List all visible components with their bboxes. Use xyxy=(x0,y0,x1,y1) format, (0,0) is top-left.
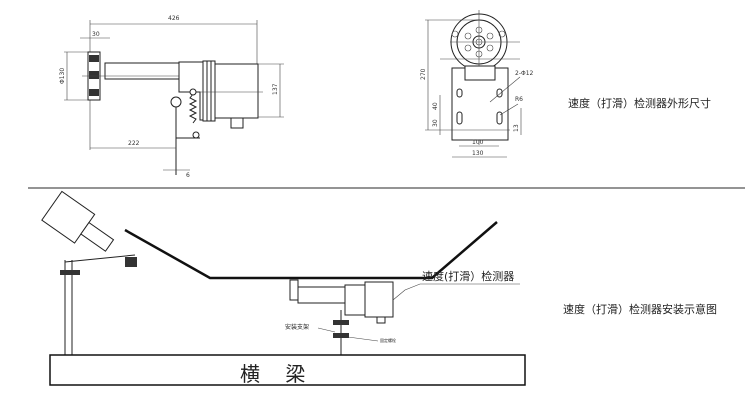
installation-caption: 速度（打滑）检测器安装示意图 xyxy=(563,303,717,316)
front-view: 270 40 30 2-Φ12 R6 13 100 130 xyxy=(420,10,534,158)
svg-text:222: 222 xyxy=(128,140,140,147)
detector-label: 速度(打滑）检测器 xyxy=(422,270,515,283)
svg-text:40: 40 xyxy=(432,102,439,110)
bracket-label: 安装支架 xyxy=(285,324,310,331)
svg-text:137: 137 xyxy=(272,83,279,95)
side-view: 426 30 Φ130 137 222 6 xyxy=(59,15,284,179)
conveyor-belt xyxy=(124,221,498,280)
svg-text:30: 30 xyxy=(432,119,439,127)
svg-text:270: 270 xyxy=(420,68,427,80)
svg-text:Φ130: Φ130 xyxy=(59,68,66,84)
outline-caption: 速度（打滑）检测器外形尺寸 xyxy=(568,97,711,110)
svg-text:130: 130 xyxy=(472,150,484,157)
svg-text:6: 6 xyxy=(186,172,190,179)
svg-text:2-Φ12: 2-Φ12 xyxy=(515,70,534,77)
svg-text:426: 426 xyxy=(168,15,180,22)
installation-view xyxy=(41,190,526,386)
svg-text:100: 100 xyxy=(472,139,484,146)
cross-beam xyxy=(49,354,526,386)
svg-text:30: 30 xyxy=(92,31,100,38)
bolt-label: 固定螺栓 xyxy=(380,338,396,343)
svg-text:13: 13 xyxy=(513,124,520,132)
svg-text:R6: R6 xyxy=(515,96,523,103)
beam-label: 横 梁 xyxy=(240,362,306,386)
